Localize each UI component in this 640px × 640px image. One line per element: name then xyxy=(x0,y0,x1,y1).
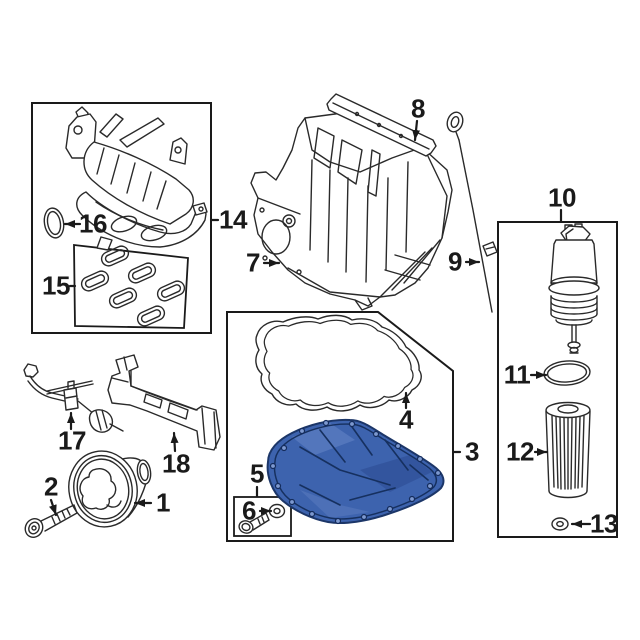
engine-block-drawing xyxy=(250,111,453,311)
oil-pan-gasket-drawing xyxy=(255,314,422,412)
bolt-drawing xyxy=(24,504,78,538)
oil-level-tube-drawing xyxy=(23,363,124,433)
part-callout-16: 16 xyxy=(79,208,107,239)
oil-pan-facet-light2 xyxy=(300,490,370,518)
part-callout-12: 12 xyxy=(506,436,534,467)
filter-oring-drawing xyxy=(543,360,591,386)
part-callout-11: 11 xyxy=(503,359,531,390)
part-callout-3: 3 xyxy=(465,436,479,467)
callout-leaders xyxy=(49,119,592,528)
oil-filter-cap-drawing xyxy=(548,223,600,354)
part-callout-8: 8 xyxy=(411,93,425,124)
group-boxes xyxy=(31,102,618,542)
part-callout-4: 4 xyxy=(399,404,413,435)
oil-pan-drawing xyxy=(266,418,445,525)
part-callout-15: 15 xyxy=(42,270,70,301)
oil-pan-facet-dark xyxy=(360,455,432,492)
pulley-drawing xyxy=(68,450,152,528)
gasket-set-drawing xyxy=(80,245,186,327)
intake-manifold-drawing xyxy=(65,106,208,251)
leader-8 xyxy=(412,119,421,142)
part-callout-2: 2 xyxy=(44,471,58,502)
part-callout-5: 5 xyxy=(250,458,264,489)
part-callout-1: 1 xyxy=(156,487,170,518)
manifold-oring-drawing xyxy=(43,207,65,239)
part-callout-9: 9 xyxy=(448,246,462,277)
part-callout-13: 13 xyxy=(590,508,618,539)
rail-drawing xyxy=(326,93,437,157)
part-callout-17: 17 xyxy=(58,425,86,456)
part-callout-14: 14 xyxy=(219,204,247,235)
part-callout-7: 7 xyxy=(246,247,260,278)
dipstick-drawing xyxy=(446,111,498,313)
filter-element-drawing xyxy=(545,401,591,499)
small-washer-drawing xyxy=(551,517,569,531)
part-callout-18: 18 xyxy=(162,448,190,479)
intake-manifold-box xyxy=(31,102,212,334)
leader-18 xyxy=(170,431,179,453)
gasket-set-box xyxy=(73,243,189,329)
part-callout-6: 6 xyxy=(242,495,256,526)
drain-plug-box xyxy=(233,496,292,537)
oil-pan-facet-light xyxy=(292,423,355,455)
part-callout-10: 10 xyxy=(548,182,576,213)
oil-pan-bolt-holes xyxy=(269,419,442,525)
oil-pan-box xyxy=(226,311,454,542)
bracket-drawing xyxy=(107,354,221,451)
leader-2 xyxy=(49,498,58,517)
oil-filter-box xyxy=(497,221,618,538)
